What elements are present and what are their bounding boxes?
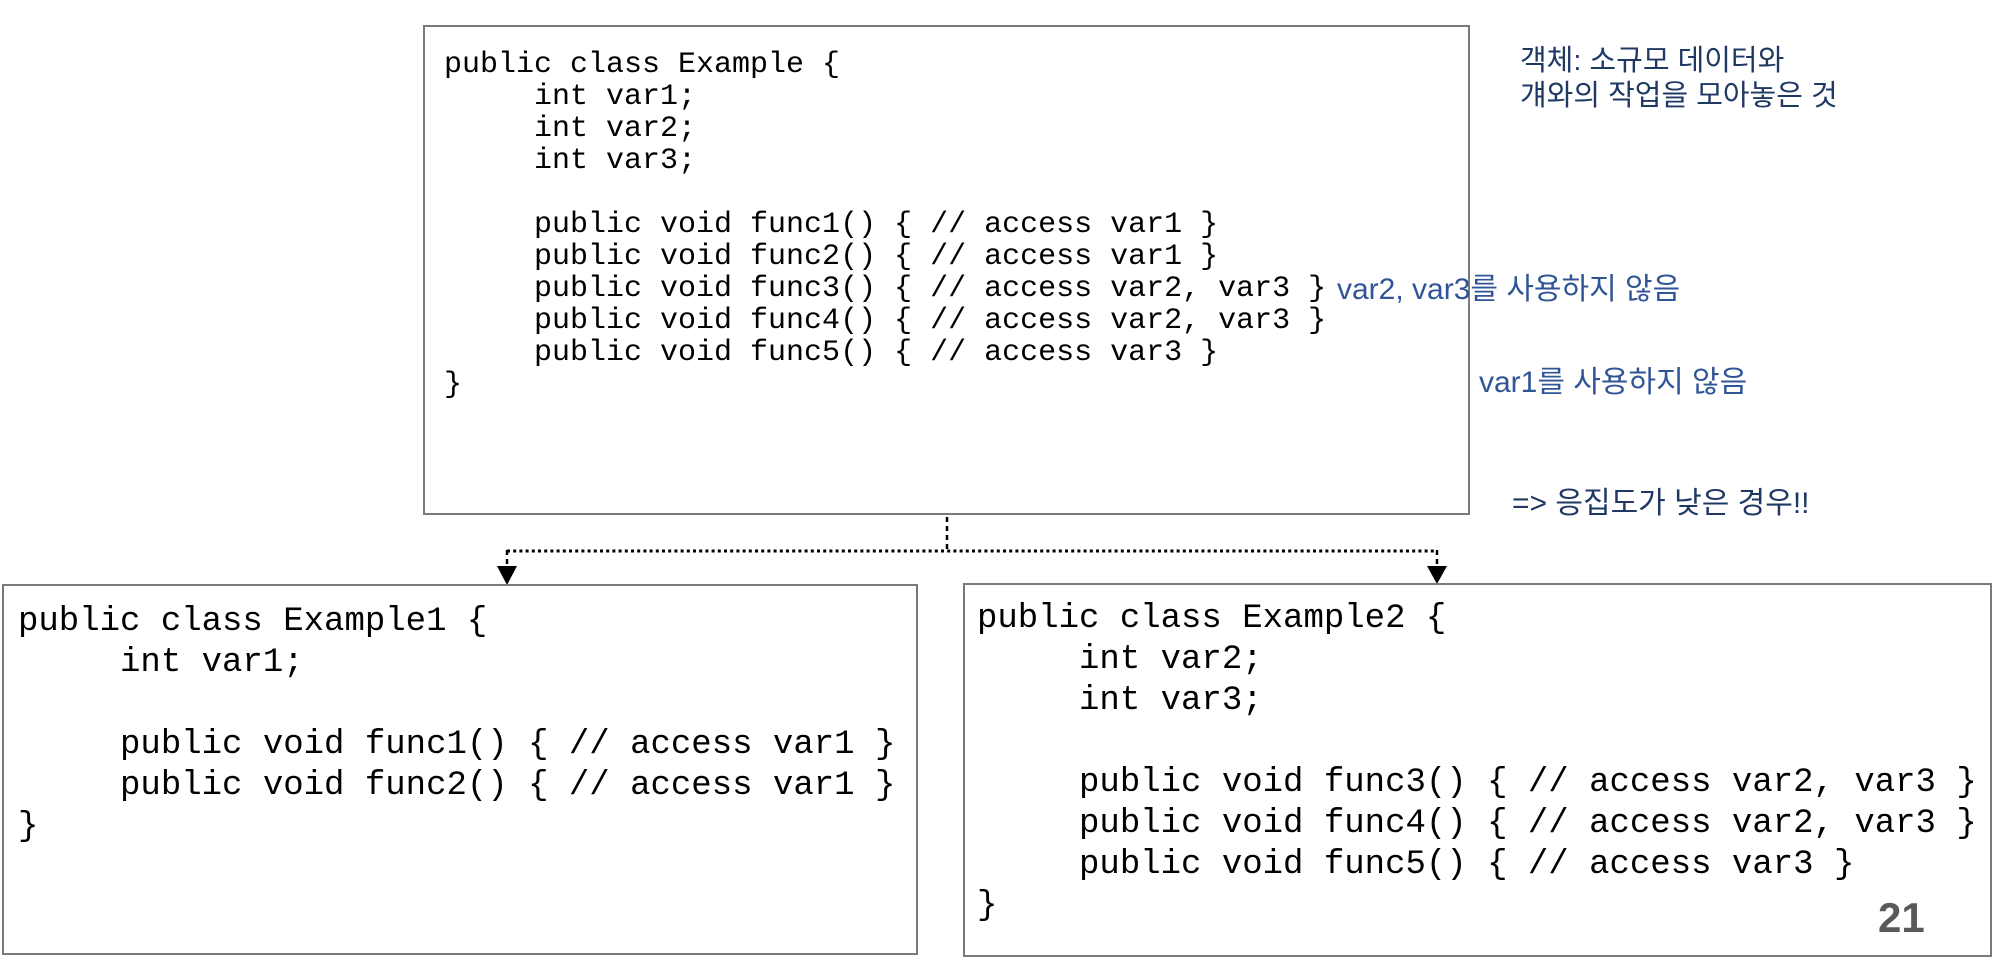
annotation-low-cohesion-conclusion: => 응집도가 낮은 경우!! [1512,487,1810,520]
annotation-unused-var2-var3: var2, var3를 사용하지 않음 [1337,273,1681,306]
slide-page-number: 21 [1878,894,1925,941]
code-listing-example: public class Example { int var1; int var… [444,48,1327,402]
code-box-example: public class Example { int var1; int var… [423,25,1470,515]
code-box-example2: public class Example2 { int var2; int va… [963,583,1992,957]
code-listing-example2: public class Example2 { int var2; int va… [977,600,1977,925]
annotation-object-definition: 객체: 소규모 데이터와 걔와의 작업을 모아놓은 것 [1520,45,1838,112]
arrowhead-left-icon [497,566,517,585]
arrowhead-right-icon [1427,566,1447,584]
code-listing-example1: public class Example1 { int var1; public… [18,603,896,846]
annotation-unused-var1: var1를 사용하지 않음 [1479,366,1748,399]
code-box-example1: public class Example1 { int var1; public… [2,584,918,955]
